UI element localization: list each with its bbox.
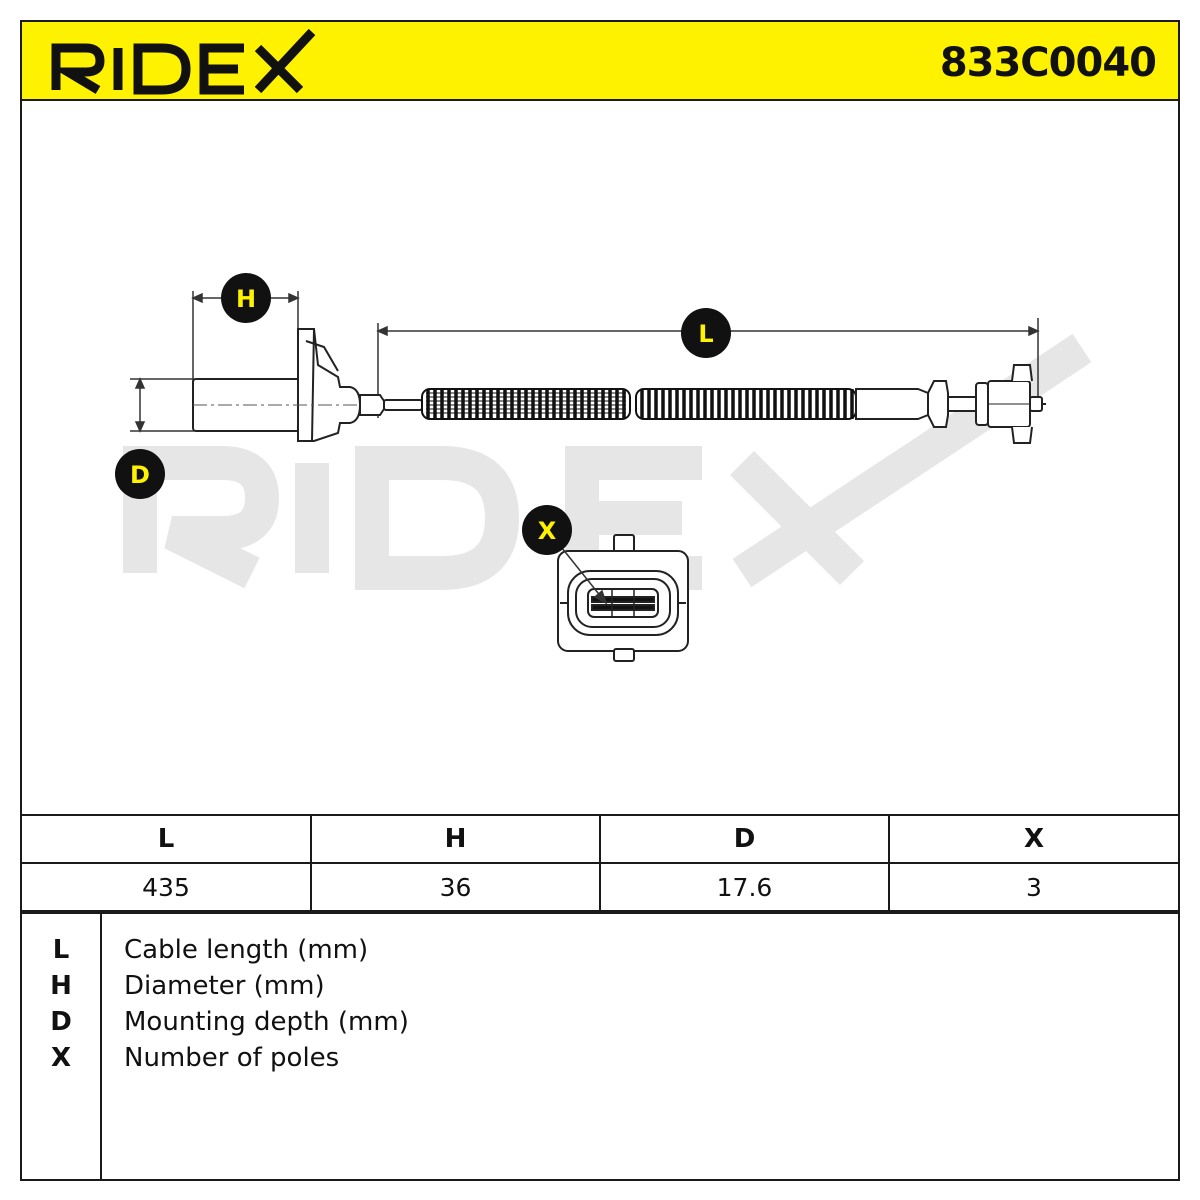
legend-key-x: X: [50, 1043, 72, 1073]
legend-keys: L H D X: [22, 914, 102, 1181]
dimensions-table: L H D X 435 36 17.6 3: [22, 814, 1178, 912]
marker-x-label: X: [538, 517, 557, 545]
sensor-cable: [421, 388, 857, 420]
value-d: 17.6: [599, 862, 890, 912]
column-header-l: L: [22, 814, 312, 864]
ridex-watermark: [123, 333, 1092, 590]
sensor-drawing: H L: [115, 273, 1092, 662]
marker-d-badge: D: [115, 449, 165, 499]
column-header-d: D: [599, 814, 890, 864]
legend-desc-l: Cable length (mm): [124, 935, 369, 965]
legend-desc-x: Number of poles: [124, 1043, 340, 1073]
dimensions-header-row: L H D X: [22, 814, 1178, 864]
value-x: 3: [888, 862, 1178, 912]
marker-h-label: H: [236, 285, 256, 313]
legend-key-d: D: [50, 1007, 72, 1037]
legend-desc-d: Mounting depth (mm): [124, 1007, 409, 1037]
sensor-body: [192, 328, 423, 442]
cable-connector: [855, 364, 1046, 444]
marker-l-label: L: [698, 320, 713, 348]
value-h: 36: [310, 862, 601, 912]
header-bar: 833C0040: [22, 22, 1178, 101]
legend: L H D X Cable length (mm) Diameter (mm) …: [22, 912, 1178, 1181]
part-number: 833C0040: [939, 40, 1157, 86]
leader-x: [561, 547, 608, 605]
marker-x-badge: X: [522, 505, 572, 555]
legend-key-h: H: [50, 971, 72, 1001]
marker-d-label: D: [130, 461, 150, 489]
marker-l-badge: L: [681, 308, 731, 358]
drawing-sheet: 833C0040 H: [20, 20, 1180, 1181]
column-header-x: X: [888, 814, 1178, 864]
dimensions-value-row: 435 36 17.6 3: [22, 862, 1178, 912]
dimension-h: [191, 291, 300, 403]
technical-drawing: H L: [22, 103, 1178, 814]
value-l: 435: [22, 862, 312, 912]
marker-h-badge: H: [221, 273, 271, 323]
dimension-d: [130, 377, 194, 433]
ridex-logo: [51, 28, 316, 95]
legend-desc-h: Diameter (mm): [124, 971, 325, 1001]
legend-descriptions: Cable length (mm) Diameter (mm) Mounting…: [124, 914, 409, 1076]
connector-face: [557, 534, 689, 662]
legend-key-l: L: [52, 935, 70, 965]
column-header-h: H: [310, 814, 601, 864]
